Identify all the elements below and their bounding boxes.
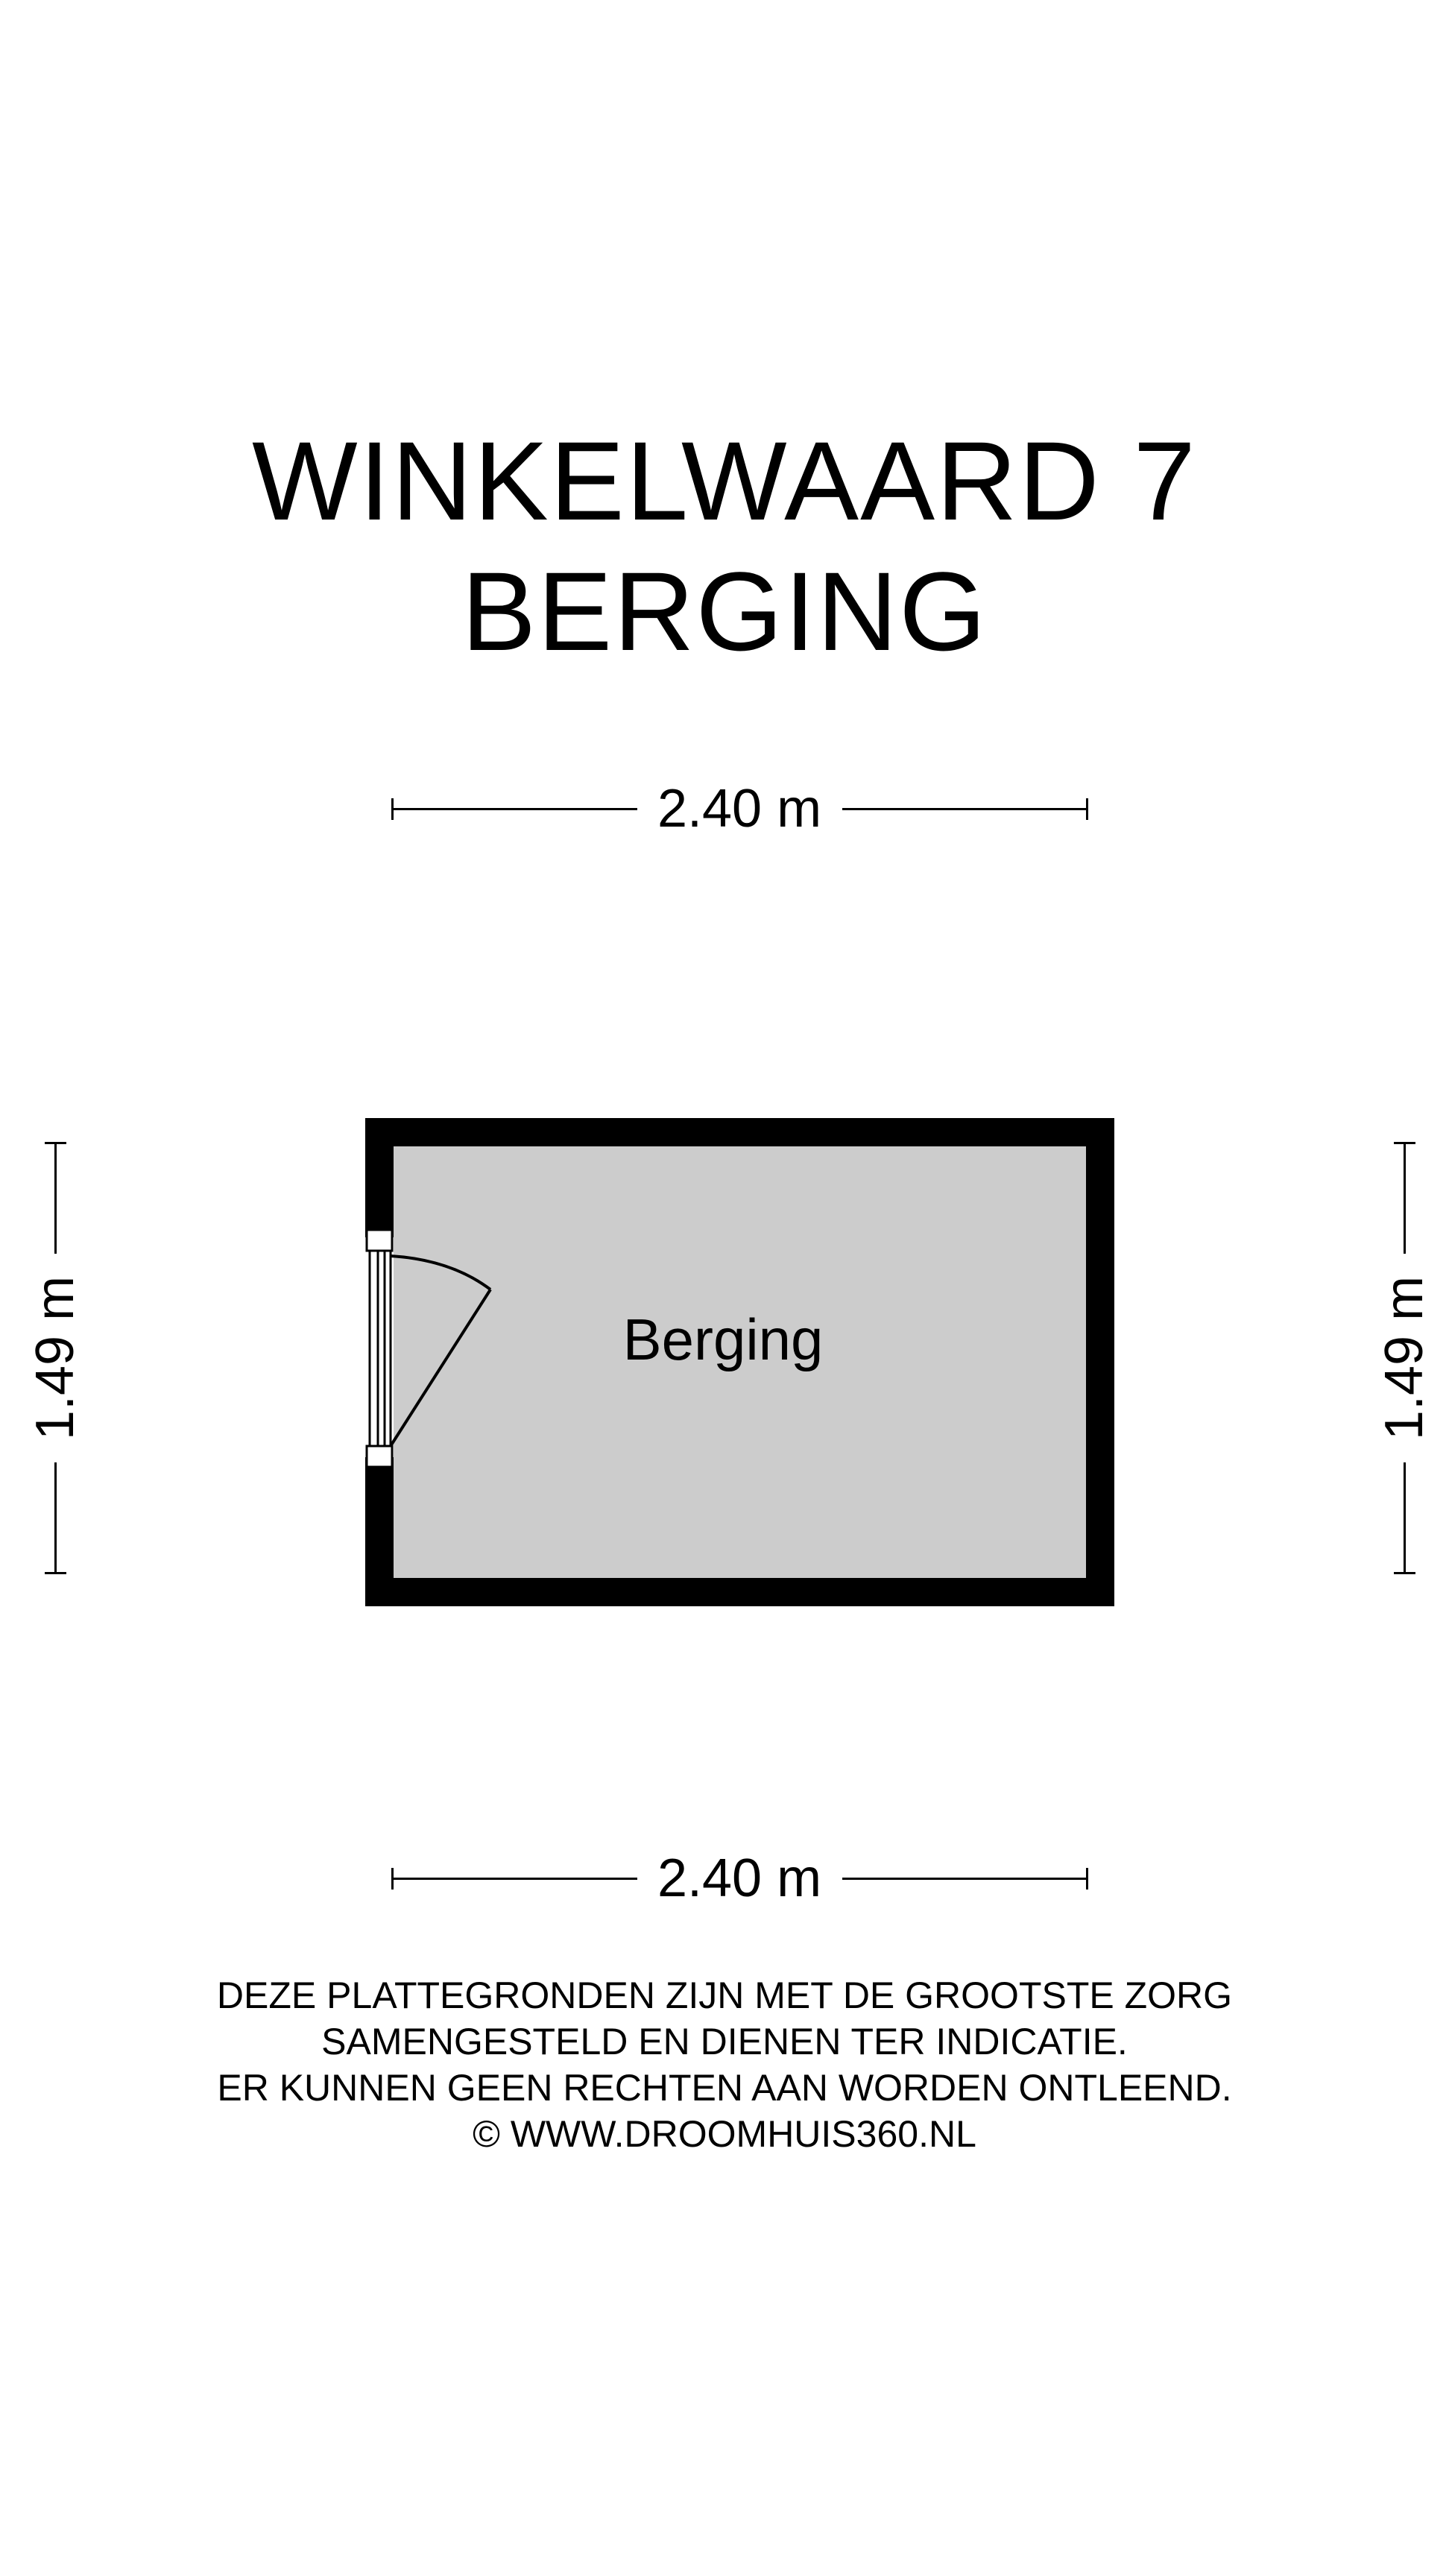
dimension-line [54,1462,57,1574]
right-height-label: 1.49 m [1374,1275,1434,1441]
bottom-width-dimension: 2.40 m [391,1849,1088,1908]
dimension-line [842,1878,1088,1880]
plan-subtitle: BERGING [461,549,988,674]
room-floor [394,1146,1086,1578]
door-leaf [389,1288,492,1448]
door-jamb-top [365,1228,394,1252]
plan-title: WINKELWAARD 7 [252,418,1197,543]
room-label: Berging [622,1307,824,1372]
dimension-tick [1086,1868,1088,1890]
dimension-tick [1086,798,1088,820]
left-height-dimension: 1.49 m [25,1142,85,1574]
dimension-line [391,1878,637,1880]
dimension-line [1404,1142,1406,1254]
disclaimer-line: DEZE PLATTEGRONDEN ZIJN MET DE GROOTSTE … [216,1974,1233,2016]
disclaimer-line: SAMENGESTELD EN DIENEN TER INDICATIE. [321,2021,1128,2062]
door-jamb-bottom [365,1445,394,1468]
disclaimer-line: ER KUNNEN GEEN RECHTEN AAN WORDEN ONTLEE… [217,2067,1232,2109]
dimension-line [1404,1462,1406,1574]
floor-plan [365,1118,1114,1606]
dimension-tick [1394,1572,1415,1574]
top-width-dimension: 2.40 m [391,779,1088,839]
top-width-label: 2.40 m [657,779,822,839]
right-height-dimension: 1.49 m [1374,1142,1434,1574]
dimension-line [391,808,637,810]
door-swing-arc [390,1254,492,1291]
left-height-label: 1.49 m [25,1275,85,1441]
dimension-tick [45,1572,66,1574]
copyright-website: © WWW.DROOMHUIS360.NL [473,2113,976,2155]
dimension-line [842,808,1088,810]
dimension-line [54,1142,57,1254]
bottom-width-label: 2.40 m [657,1849,822,1908]
